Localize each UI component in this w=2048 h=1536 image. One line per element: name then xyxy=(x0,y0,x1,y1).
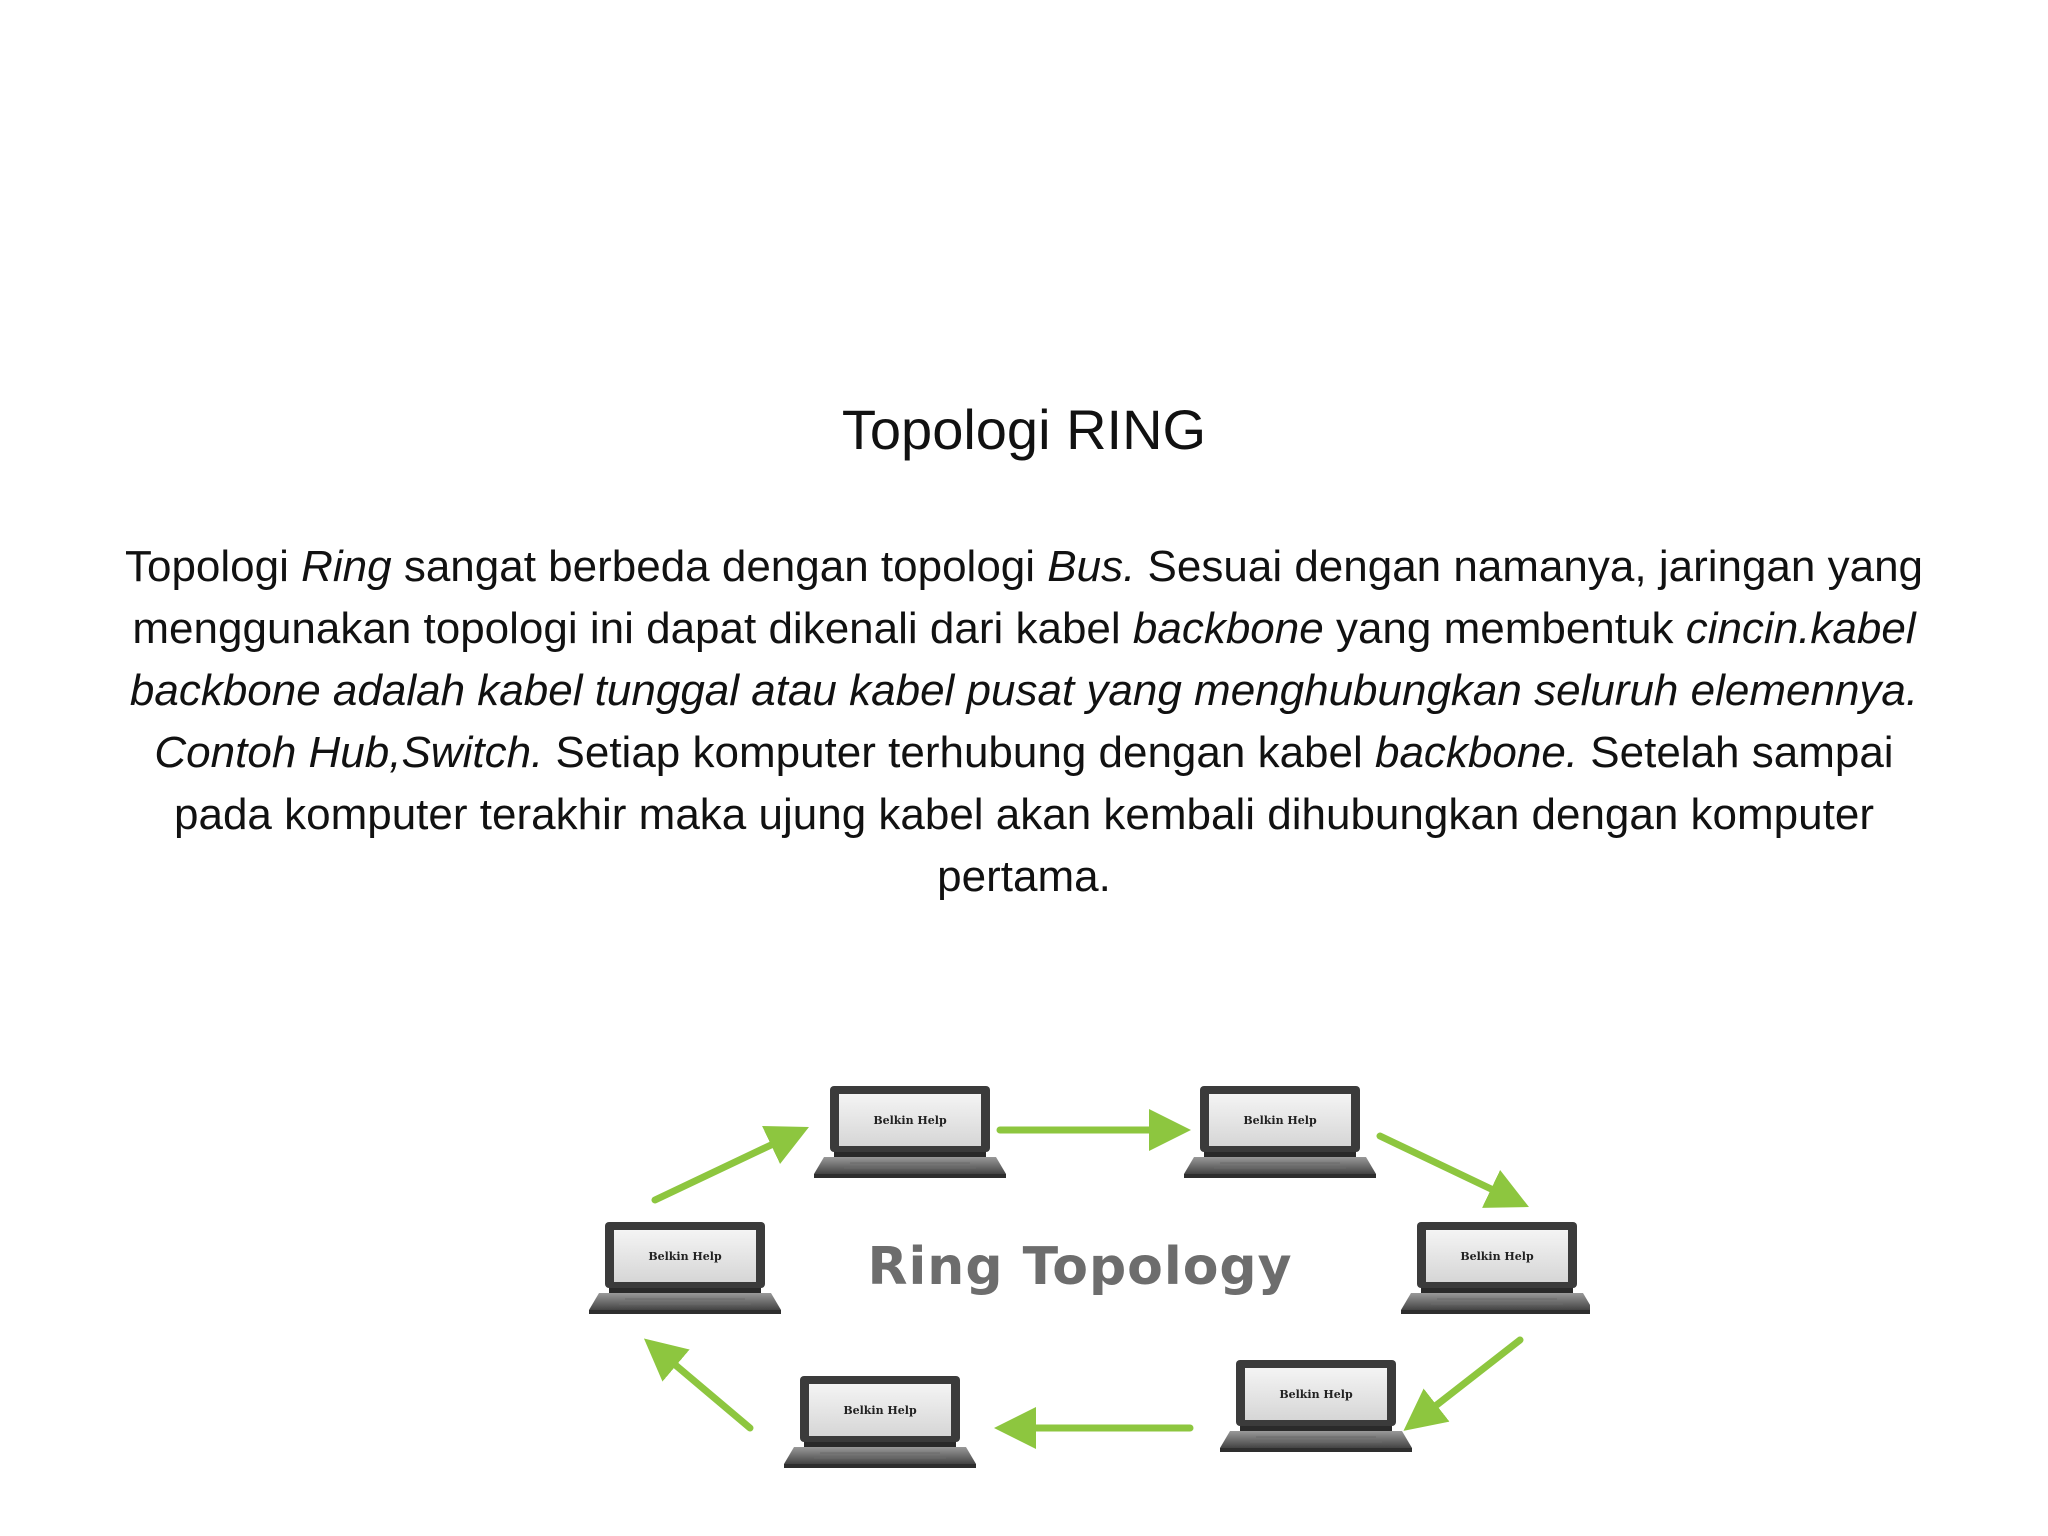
slide-paragraph: Topologi Ring sangat berbeda dengan topo… xyxy=(120,536,1928,908)
arrow-bottom-left-to-left xyxy=(643,1338,754,1432)
paragraph-run: Sesuai dengan namanya, jaringan yang men… xyxy=(132,542,1924,653)
laptop-screen-text: Belkin Help xyxy=(843,1404,917,1417)
paragraph-run: Setelah sampai pada komputer terakhir ma… xyxy=(174,728,1894,901)
laptop-icon: Belkin Help xyxy=(1219,1359,1413,1453)
arrow-top-right-to-right xyxy=(1376,1132,1529,1208)
paragraph-run: sangat berbeda dengan topologi xyxy=(391,542,1048,591)
paragraph-run: yang membentuk xyxy=(1323,604,1686,653)
laptop-icon: Belkin Help xyxy=(1400,1221,1590,1315)
paragraph-italic-run: backbone xyxy=(1132,604,1324,653)
paragraph-italic-run: backbone. xyxy=(1374,728,1579,777)
ring-topology-label: Ring Topology xyxy=(867,1237,1292,1297)
slide-title: Topologi RING xyxy=(841,398,1207,461)
paragraph-run: Topologi xyxy=(124,542,302,591)
paragraph-run: Setiap komputer terhubung dengan kabel xyxy=(543,728,1375,777)
arrow-right-to-bottom-right xyxy=(1403,1336,1524,1431)
laptop-screen-text: Belkin Help xyxy=(1460,1250,1534,1263)
paragraph-italic-run: cincin.kabel backbone adalah kabel tungg… xyxy=(129,604,1919,777)
laptop-icon: Belkin Help xyxy=(588,1221,782,1315)
paragraph-italic-run: Bus. xyxy=(1047,542,1136,591)
laptop-screen-text: Belkin Help xyxy=(1243,1114,1317,1127)
laptop-icon: Belkin Help xyxy=(783,1375,977,1469)
paragraph-italic-run: Ring xyxy=(301,542,392,591)
arrow-left-to-top-left xyxy=(651,1126,809,1204)
laptop-screen-text: Belkin Help xyxy=(1279,1388,1353,1401)
laptop-screen-text: Belkin Help xyxy=(648,1250,722,1263)
laptop-screen-text: Belkin Help xyxy=(873,1114,947,1127)
laptop-icon: Belkin Help xyxy=(1183,1085,1377,1179)
laptop-icon: Belkin Help xyxy=(813,1085,1007,1179)
